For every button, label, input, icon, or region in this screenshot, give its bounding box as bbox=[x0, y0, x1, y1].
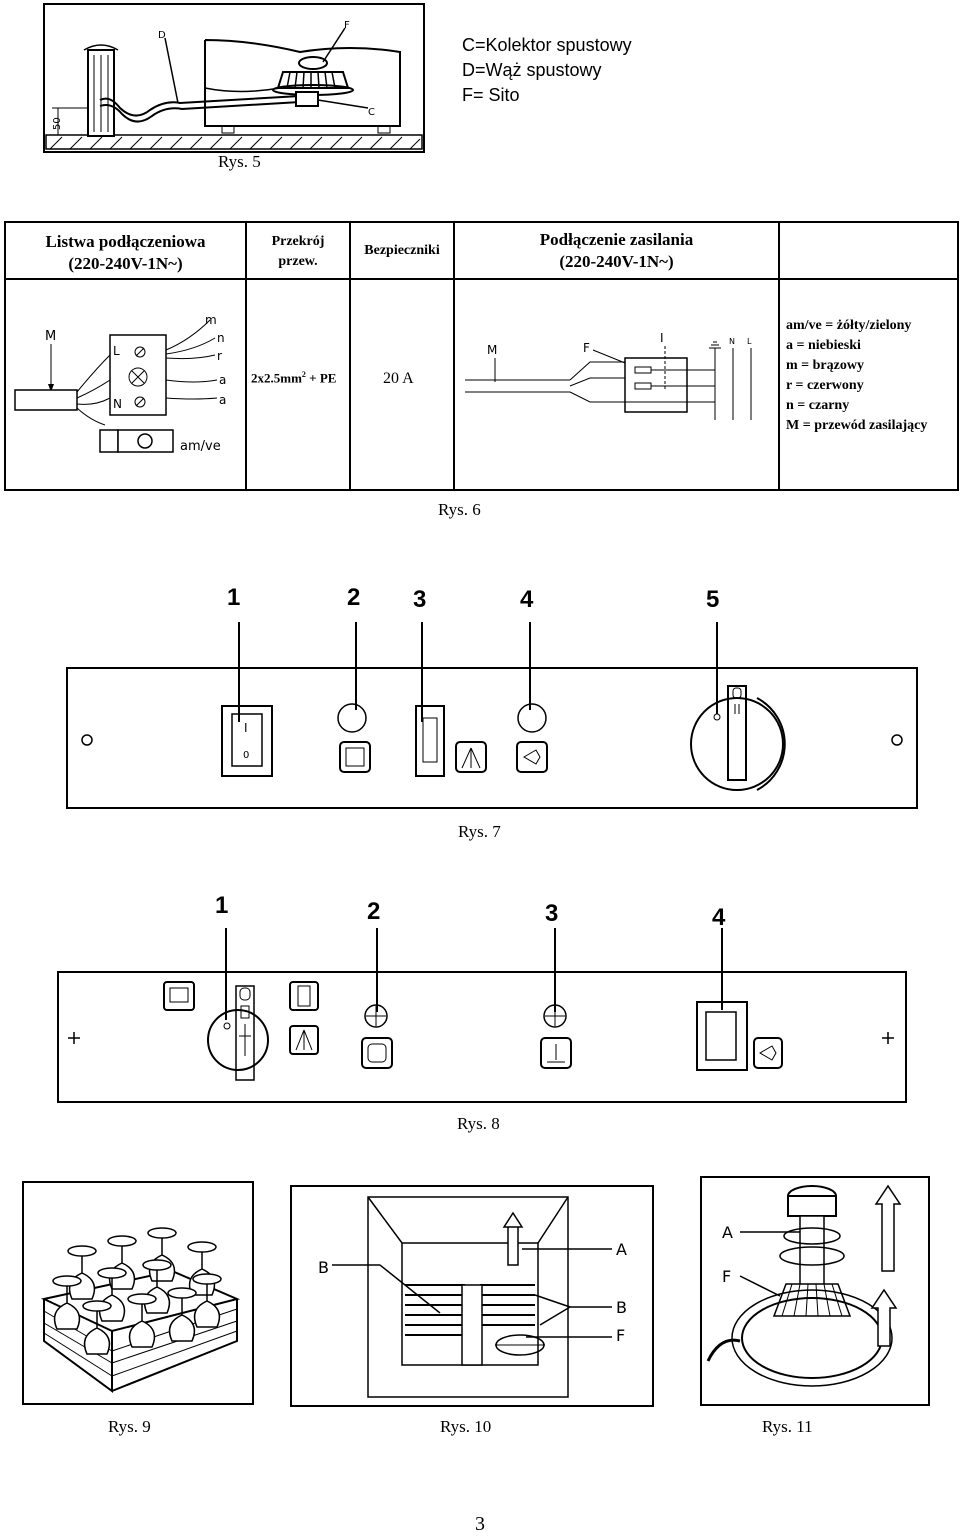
fig10-label-f: F bbox=[616, 1326, 625, 1345]
fig6-legend-amve: am/ve = żółty/zielony bbox=[786, 318, 912, 333]
fig6-strip-label-a2: a bbox=[219, 393, 226, 407]
fig8-number-1: 1 bbox=[215, 892, 229, 919]
fig6-strip-label-a1: a bbox=[219, 373, 226, 387]
fig7-number-3: 3 bbox=[413, 586, 427, 613]
fig7-switch-on-mark: I bbox=[244, 721, 248, 735]
fig8-number-4: 4 bbox=[712, 904, 726, 931]
fig5-legend: C=Kolektor spustowy D=Wąż spustowy F= Si… bbox=[462, 33, 632, 108]
fig6-fuse-cell: 20 A bbox=[349, 278, 455, 491]
fig6-strip-label-r-wire: r bbox=[217, 349, 222, 363]
fig6-legend-r: r = czerwony bbox=[786, 378, 864, 393]
fig6-legend-m: m = brązowy bbox=[786, 358, 864, 373]
fig10-label-a: A bbox=[616, 1240, 627, 1259]
fig5-label-c: C bbox=[368, 107, 375, 118]
fig6-fuse-value: 20 A bbox=[383, 370, 414, 387]
fig5-legend-c: C=Kolektor spustowy bbox=[462, 35, 632, 55]
fig6-legend-cable: M = przewód zasilający bbox=[786, 418, 928, 433]
fig6-header-empty bbox=[778, 221, 959, 280]
fig6-power-cell bbox=[453, 278, 780, 491]
fig7-switch-off-mark: 0 bbox=[243, 750, 249, 761]
fig6-header-strip-line2: (220-240V-1N~) bbox=[68, 254, 183, 273]
fig6-wiring-label-i: I bbox=[660, 331, 664, 345]
fig6-wiring-label-n: N bbox=[729, 337, 735, 346]
drain-installation-drawing: 50 D F C bbox=[43, 3, 425, 153]
fig6-wiring-label-l: L bbox=[747, 337, 752, 346]
power-wiring-drawing: M F I N L bbox=[465, 331, 752, 420]
fig6-legend-a: a = niebieski bbox=[786, 338, 861, 353]
fig6-header-fuses-text: Bezpieczniki bbox=[364, 243, 440, 258]
fig6-strip-label-n: N bbox=[113, 397, 122, 411]
fig5-label-d: D bbox=[158, 30, 166, 41]
fig6-header-section-line2: przew. bbox=[278, 254, 318, 269]
fig6-header-power: Podłączenie zasilania (220-240V-1N~) bbox=[453, 221, 780, 280]
fig8-caption: Rys. 8 bbox=[457, 1114, 500, 1133]
fig6-strip-label-amve: am/ve bbox=[180, 439, 221, 454]
fig6-section-cell: 2x2.5mm2 + PE bbox=[245, 278, 351, 491]
fig6-header-power-line2: (220-240V-1N~) bbox=[559, 252, 674, 271]
fig6-legend-cell: am/ve = żółty/zielony a = niebieski m = … bbox=[778, 278, 959, 491]
fig10-label-b-right: B bbox=[616, 1298, 627, 1317]
fig10-caption: Rys. 10 bbox=[440, 1417, 492, 1436]
wash-tank-drawing: B A B F bbox=[290, 1185, 654, 1407]
fig11-label-a: A bbox=[722, 1223, 733, 1242]
fig6-header-section: Przekrój przew. bbox=[245, 221, 351, 280]
fig5-legend-f: F= Sito bbox=[462, 85, 520, 105]
fig5-caption: Rys. 5 bbox=[218, 152, 261, 171]
fig6-header-section-line1: Przekrój bbox=[271, 234, 325, 249]
fig7-number-5: 5 bbox=[706, 586, 720, 613]
fig6-wiring-label-f: F bbox=[583, 341, 590, 355]
fig6-legend-n: n = czarny bbox=[786, 398, 850, 413]
fig11-label-f: F bbox=[722, 1267, 731, 1286]
fig10-label-b-left: B bbox=[318, 1258, 329, 1277]
fig9-caption: Rys. 9 bbox=[108, 1417, 151, 1436]
terminal-strip-drawing: M L N m n r a a am/ve bbox=[14, 313, 226, 454]
fig7-number-4: 4 bbox=[520, 586, 534, 613]
fig7-control-panel: I 0 bbox=[66, 622, 918, 809]
fig6-cable-value: 2x2.5mm2 + PE bbox=[251, 370, 337, 386]
fig6-strip-label-n-wire: n bbox=[217, 331, 225, 345]
fig7-number-1: 1 bbox=[227, 584, 241, 611]
filter-removal-drawing: A F bbox=[700, 1176, 930, 1406]
fig6-strip-label-m-wire: m bbox=[205, 313, 217, 327]
fig8-control-panel bbox=[57, 928, 907, 1103]
fig5-legend-d: D=Wąż spustowy bbox=[462, 60, 602, 80]
fig6-strip-label-m: M bbox=[45, 329, 56, 344]
glass-rack-drawing bbox=[22, 1181, 254, 1405]
fig6-header-strip: Listwa podłączeniowa (220-240V-1N~) bbox=[4, 221, 247, 280]
fig6-header-power-line1: Podłączenie zasilania bbox=[539, 230, 694, 249]
fig8-number-2: 2 bbox=[367, 898, 381, 925]
fig5-height-label: 50 bbox=[52, 117, 63, 130]
fig6-caption: Rys. 6 bbox=[438, 500, 481, 519]
fig6-header-strip-line1: Listwa podłączeniowa bbox=[45, 232, 206, 251]
page-number: 3 bbox=[475, 1513, 485, 1535]
fig7-number-2: 2 bbox=[347, 584, 361, 611]
fig11-caption: Rys. 11 bbox=[762, 1417, 813, 1436]
fig7-caption: Rys. 7 bbox=[458, 822, 501, 841]
fig6-strip-label-l: L bbox=[113, 344, 120, 358]
fig6-wiring-label-m: M bbox=[487, 343, 497, 357]
fig5-label-f: F bbox=[344, 20, 350, 31]
fig6-header-fuses: Bezpieczniki bbox=[349, 221, 455, 280]
fig8-number-3: 3 bbox=[545, 900, 559, 927]
